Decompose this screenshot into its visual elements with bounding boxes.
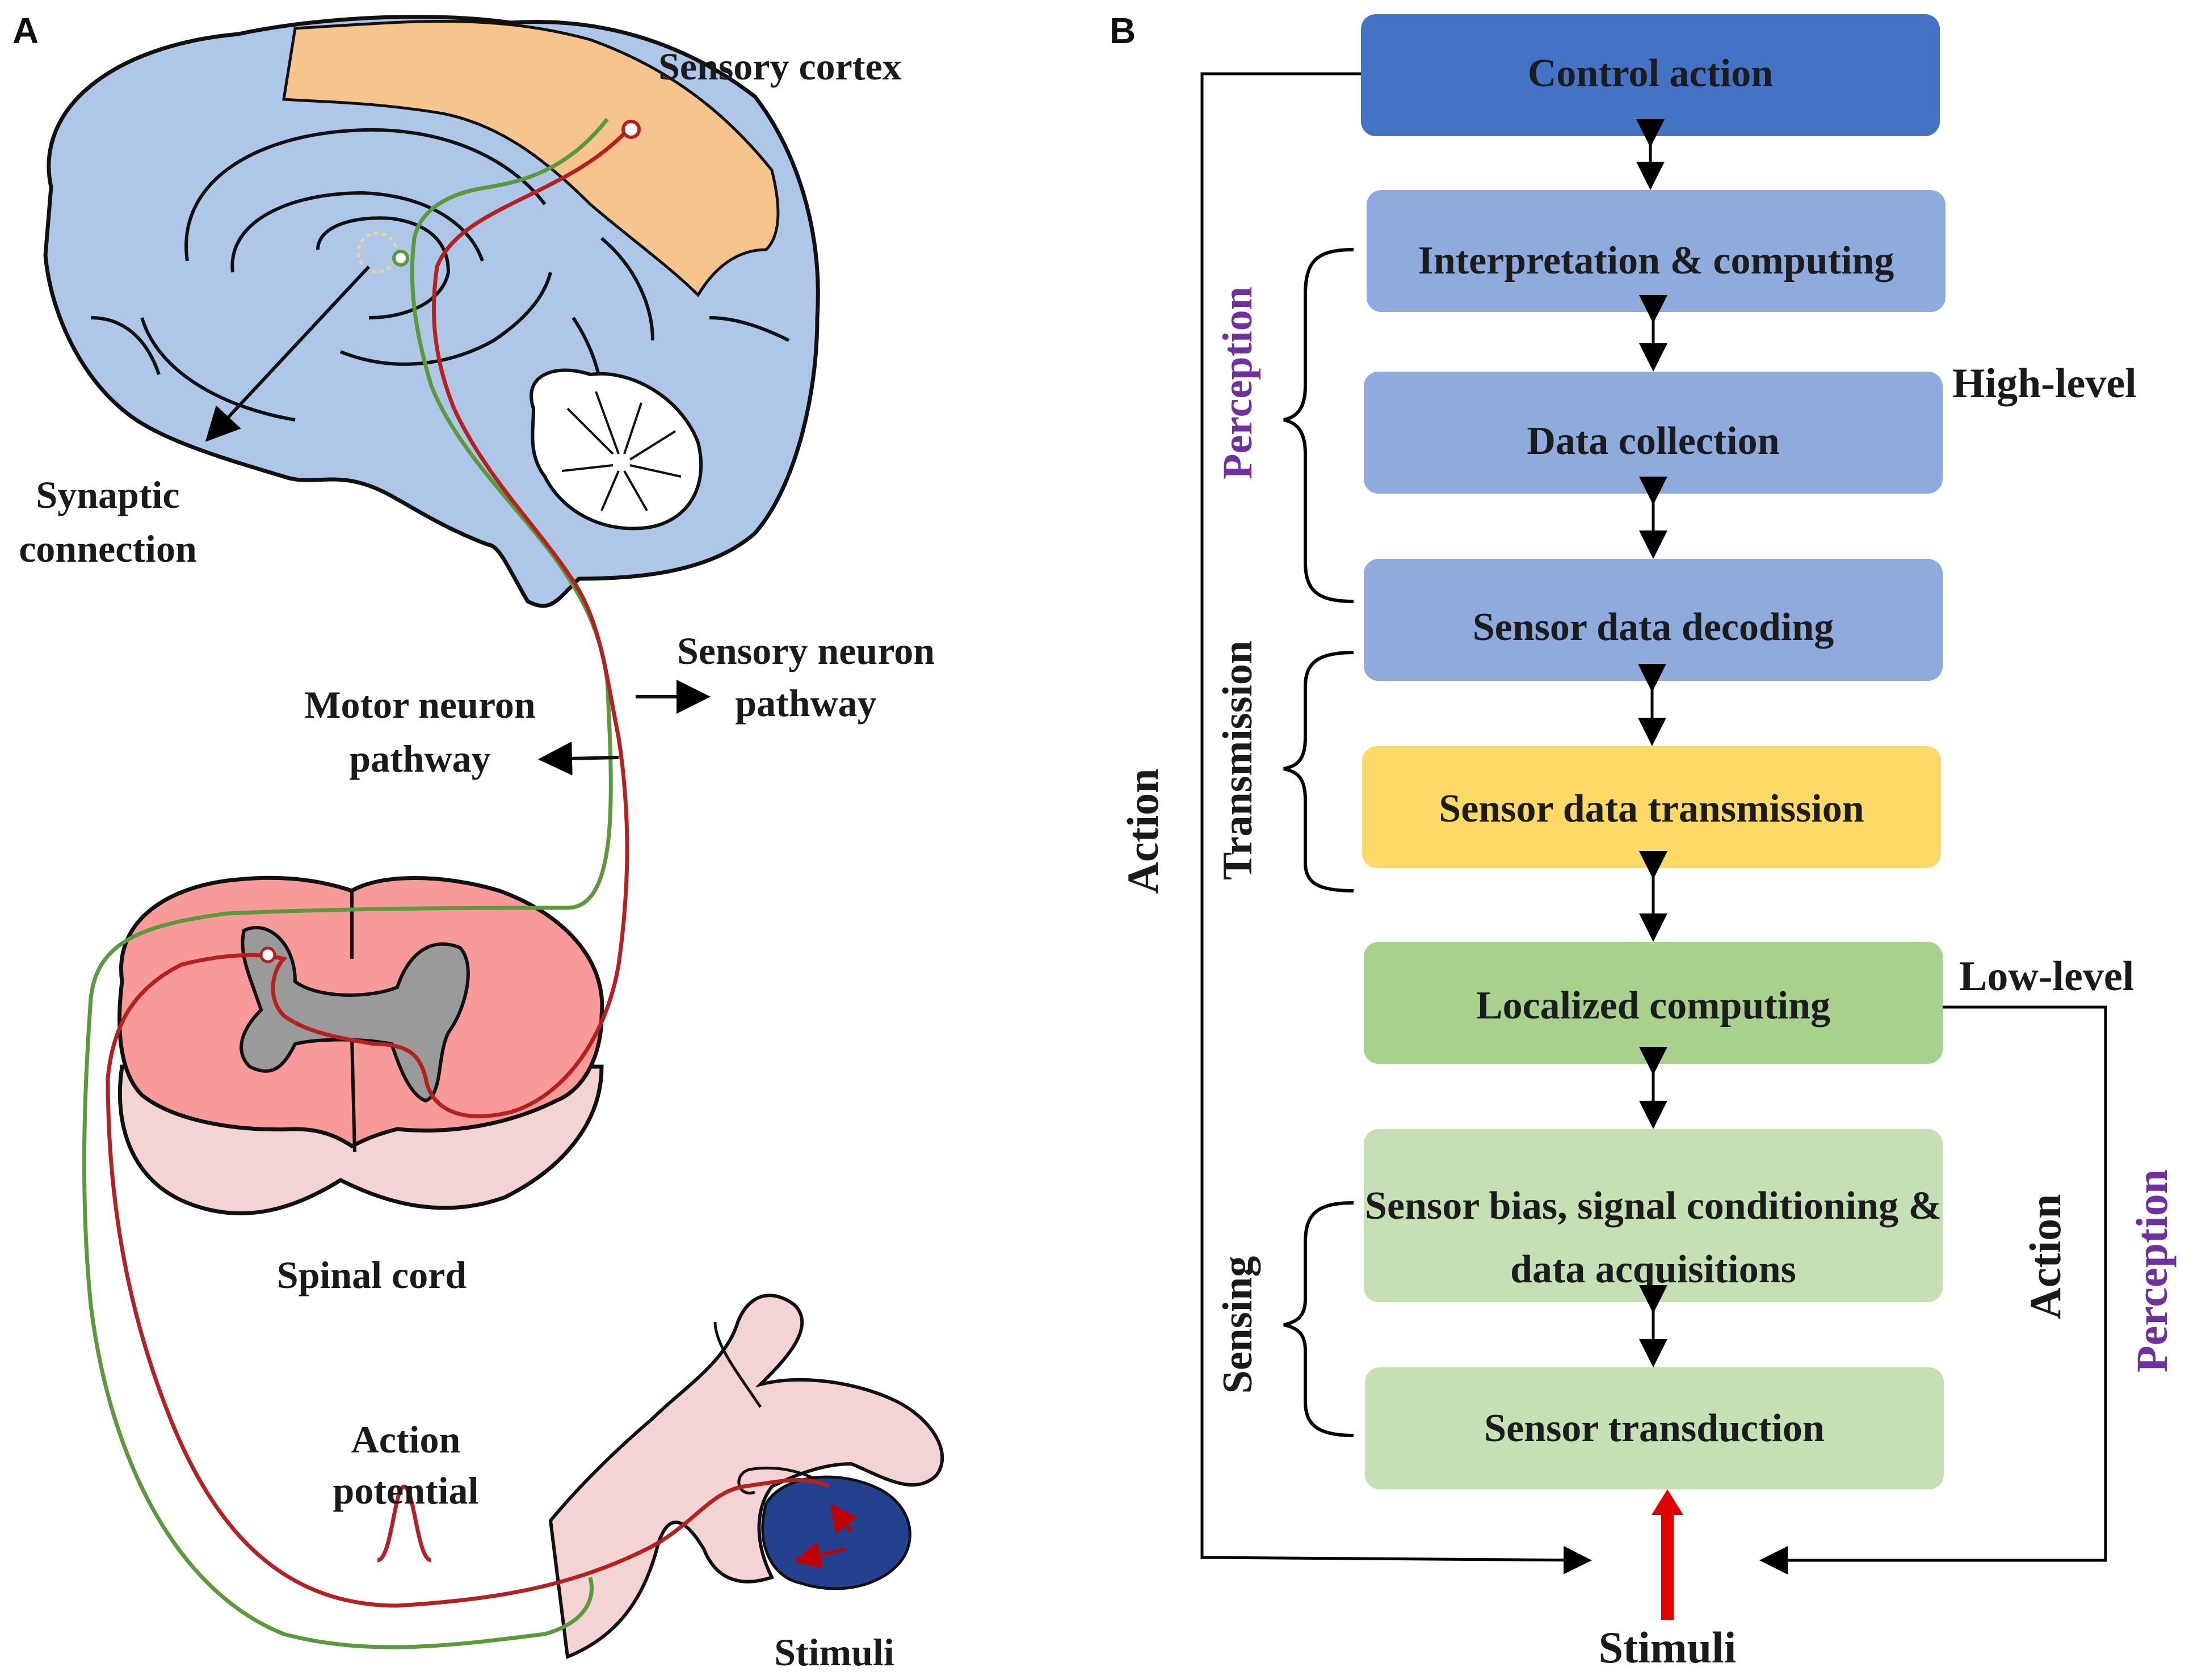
label-action-left: Action [1118, 769, 1167, 894]
flow-box-1-bg [1361, 14, 1940, 136]
flow-box-3-text: Data collection [1527, 419, 1779, 463]
label-spinal-cord: Spinal cord [277, 1253, 467, 1296]
label-motor-neuron-line1: Motor neuron [304, 683, 535, 726]
flow-box-1-text: Control action [1528, 52, 1773, 95]
right-action-loop [1759, 1005, 2107, 1574]
panel-a-letter: A [12, 10, 39, 51]
label-sensing: Sensing [1215, 1256, 1261, 1394]
flow-box-6-bg [1364, 942, 1943, 1064]
left-action-loop [1200, 72, 1592, 1574]
box-connectors [1636, 119, 1667, 1367]
flow-box-7-text-line2: data acquisitions [1510, 1248, 1796, 1291]
label-motor-neuron-line2: pathway [349, 737, 490, 780]
motor-neuron-terminal [392, 250, 409, 267]
flow-box-2-bg [1367, 190, 1946, 312]
label-stimuli-b: Stimuli [1599, 1623, 1737, 1672]
spinal-cord-illustration [117, 875, 604, 1216]
flow-box-3: Data collection [1364, 372, 1943, 494]
flow-box-4-bg [1364, 559, 1943, 681]
sensing-brace [1283, 1201, 1354, 1437]
label-synaptic-line2: connection [19, 527, 197, 570]
flow-box-2-text: Interpretation & computing [1418, 239, 1894, 283]
flow-box-8-bg [1365, 1367, 1944, 1489]
synaptic-pointer-arrow [205, 265, 371, 442]
motor-pointer-arrow [538, 741, 619, 776]
label-low-level: Low-level [1959, 953, 2134, 1000]
flow-box-5-text: Sensor data transmission [1439, 787, 1864, 831]
label-action-right: Action [2020, 1194, 2070, 1320]
label-synaptic-line1: Synaptic [36, 473, 179, 516]
label-stimuli-a: Stimuli [774, 1631, 894, 1674]
flow-box-5: Sensor data transmission [1362, 746, 1941, 868]
flow-box-4-text: Sensor data decoding [1473, 605, 1834, 649]
flow-box-3-bg [1364, 372, 1943, 494]
action-potential-spike [376, 1484, 432, 1563]
spinal-synapse [259, 946, 276, 963]
stimulus-arrow-1 [830, 1504, 858, 1534]
label-perception-left: Perception [1215, 287, 1261, 479]
flow-box-2: Interpretation & computing [1367, 190, 1946, 312]
flow-box-6: Localized computing [1364, 942, 1943, 1064]
label-sensory-neuron-line1: Sensory neuron [677, 629, 935, 672]
label-action-potential-line2: potential [333, 1469, 479, 1512]
stimulus-arrow-2 [793, 1542, 846, 1569]
flow-box-4: Sensor data decoding [1364, 559, 1943, 681]
stimuli-arrow-head [1652, 1489, 1683, 1515]
perception-brace [1283, 248, 1354, 603]
flow-box-7: Sensor bias, signal conditioning & data … [1364, 1129, 1943, 1302]
flow-box-8: Sensor transduction [1365, 1367, 1944, 1489]
label-action-potential-line1: Action [351, 1418, 461, 1461]
stimulus-object [761, 1475, 911, 1590]
label-sensory-cortex: Sensory cortex [658, 45, 902, 88]
label-perception-right: Perception [2127, 1169, 2176, 1372]
flow-box-1: Control action [1361, 14, 1940, 136]
label-high-level: High-level [1952, 360, 2137, 407]
sensory-neuron-terminal [621, 120, 641, 139]
sensory-neuron-pathway [106, 126, 830, 1608]
flow-box-8-text: Sensor transduction [1484, 1407, 1825, 1450]
motor-neuron-pathway [82, 117, 613, 1649]
hand-illustration [548, 1294, 944, 1660]
panel-b-letter: B [1110, 10, 1136, 51]
label-sensory-neuron-line2: pathway [735, 681, 876, 725]
flow-box-7-bg [1364, 1129, 1943, 1302]
flow-box-5-bg [1362, 746, 1941, 868]
transmission-brace [1283, 651, 1354, 892]
label-transmission: Transmission [1215, 641, 1261, 880]
flow-box-6-text: Localized computing [1476, 984, 1830, 1028]
flow-box-7-text-line1: Sensor bias, signal conditioning & [1365, 1184, 1942, 1228]
brain-illustration [43, 15, 820, 608]
